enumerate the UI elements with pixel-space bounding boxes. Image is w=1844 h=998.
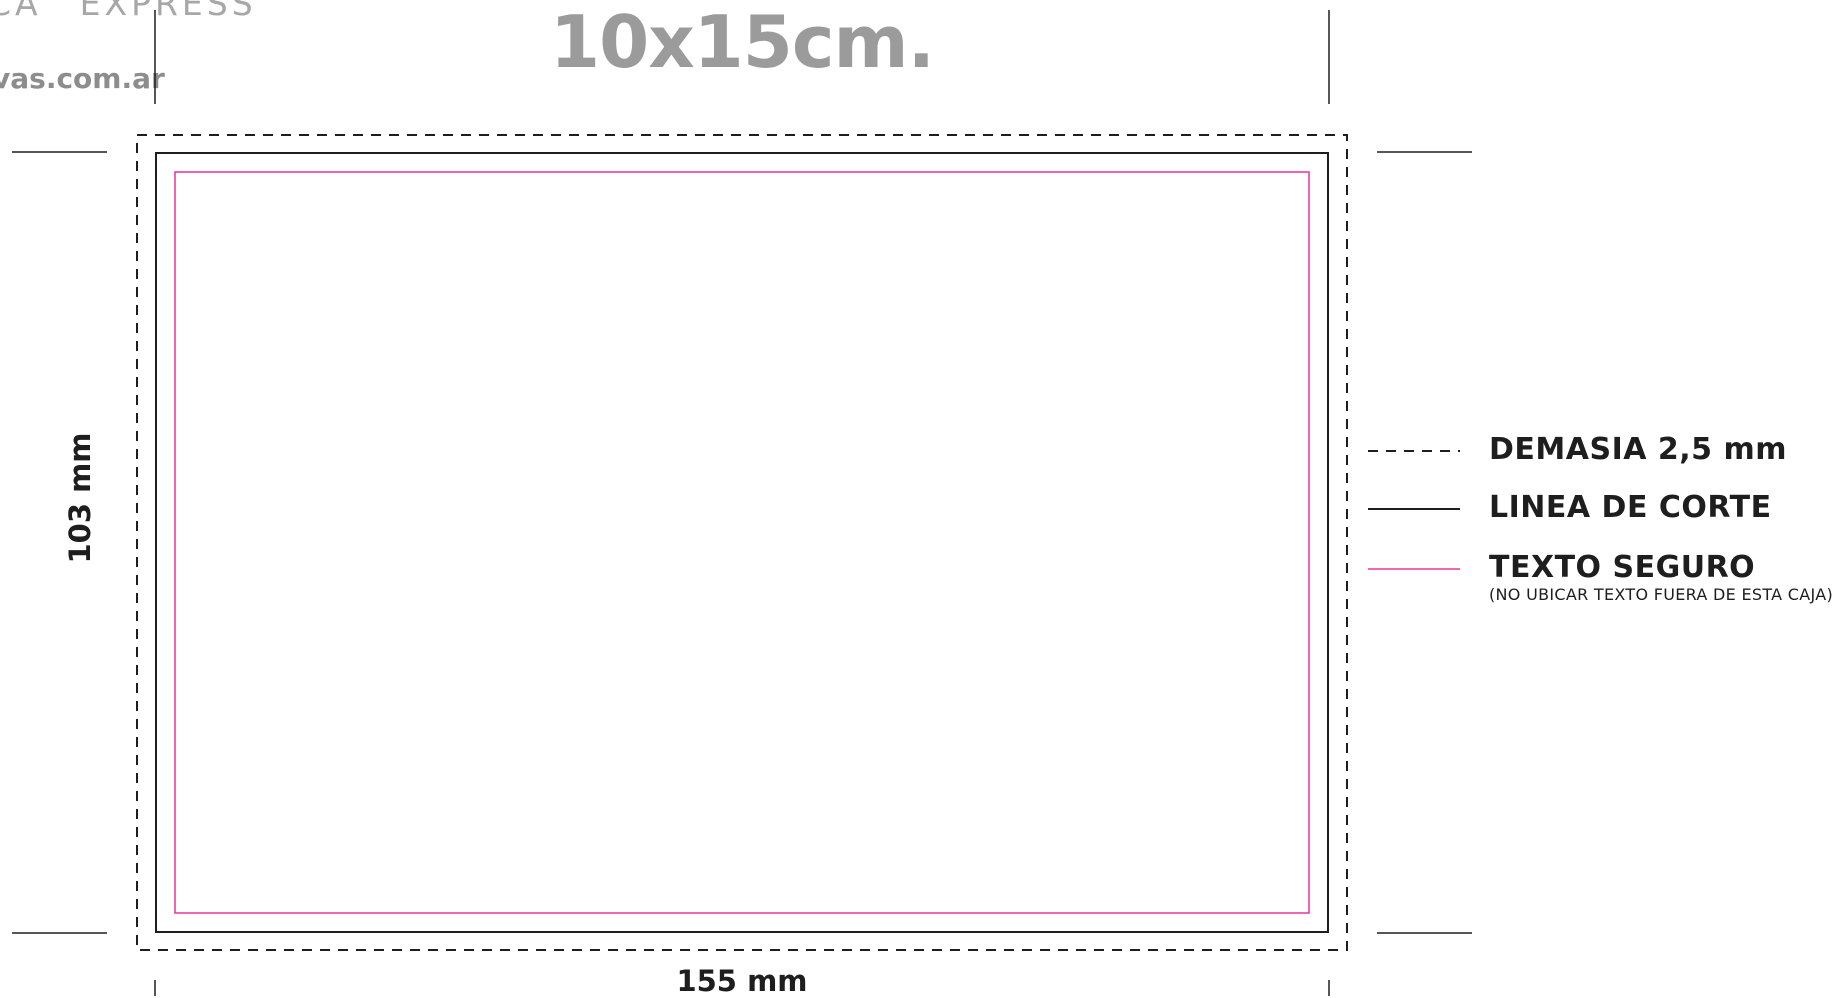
size-title: 10x15cm. [550, 0, 935, 84]
legend-label-bleed: DEMASIA 2,5 mm [1489, 432, 1788, 467]
safe-text-box [174, 171, 1310, 914]
brand-name: CA EXPRESS [0, 0, 257, 23]
bleed-line [136, 134, 1348, 951]
brand-name-right: EXPRESS [79, 0, 257, 23]
legend-label-cut: LINEA DE CORTE [1489, 490, 1772, 525]
legend-note: (NO UBICAR TEXTO FUERA DE ESTA CAJA) [1489, 585, 1834, 604]
website-url: vas.com.ar [0, 62, 165, 95]
height-dimension-label: 103 mm [63, 432, 97, 564]
brand-name-left: CA [0, 0, 42, 23]
cut-line [155, 152, 1329, 933]
legend-label-safe: TEXTO SEGURO [1489, 550, 1756, 585]
width-dimension-label: 155 mm [676, 964, 808, 998]
